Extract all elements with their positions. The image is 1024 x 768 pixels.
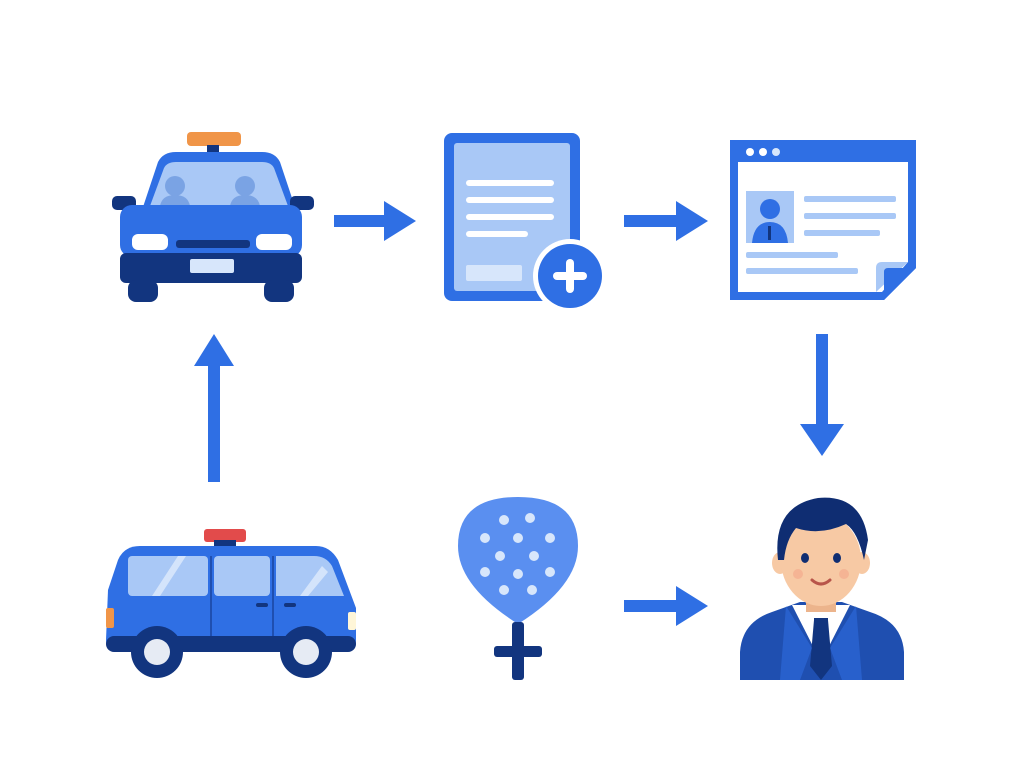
arrow-document-to-webpage [624,201,708,241]
police-van-icon [106,529,356,678]
businessman-avatar-icon [740,497,904,680]
taxi-car-icon [112,132,314,302]
plus-circle-icon [533,239,607,313]
dotted-balloon-icon [458,497,578,680]
arrow-webpage-to-officer [800,334,844,456]
profile-webpage-icon [730,140,916,300]
arrow-balloon-to-officer [624,586,708,626]
arrow-taxi-to-document [334,201,416,241]
arrow-van-to-taxi [194,334,234,482]
document-add-icon [444,133,607,313]
